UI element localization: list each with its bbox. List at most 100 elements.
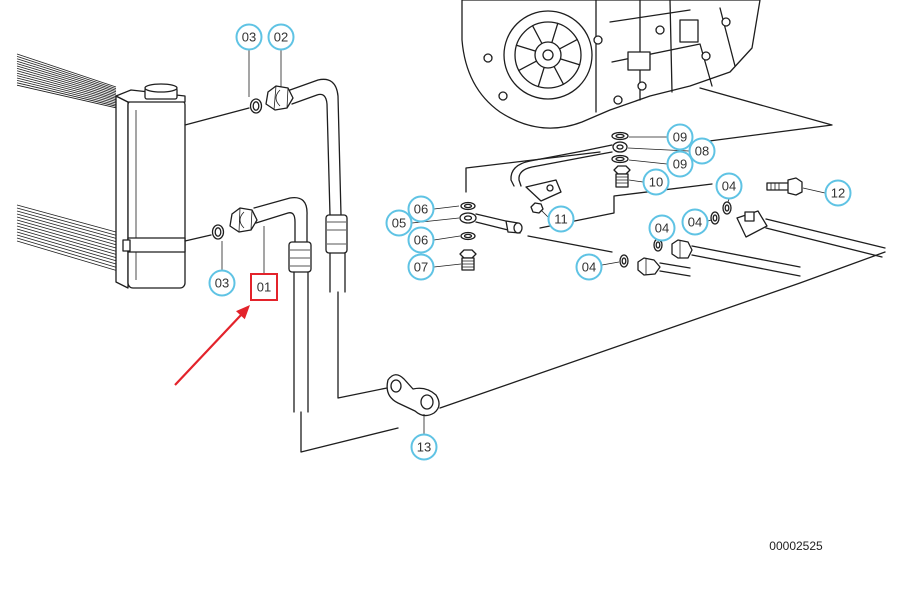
- ring-04-left-inner: [621, 257, 627, 265]
- clip-hole-right: [420, 394, 434, 410]
- callout-circle: [824, 179, 852, 207]
- callout-circle: [575, 253, 603, 281]
- callout-13[interactable]: 13: [410, 433, 438, 461]
- callout-circle: [267, 23, 295, 51]
- torque-converter-spoke: [551, 22, 559, 44]
- leader-04-top: [727, 198, 730, 203]
- radiator-tank-side: [115, 95, 129, 289]
- pipe-continuation-right: [337, 291, 388, 399]
- callout-label: 04: [688, 215, 702, 230]
- radiator-fin: [16, 210, 117, 239]
- callout-04-mid[interactable]: 04: [648, 214, 676, 242]
- banjo-tube: [475, 213, 511, 231]
- callout-09-upper[interactable]: 09: [666, 123, 694, 151]
- torque-converter-spokes: [515, 22, 581, 88]
- callout-04-left[interactable]: 04: [575, 253, 603, 281]
- leader-04-right: [707, 219, 712, 222]
- transmission-bolt: [655, 25, 665, 35]
- fitting-group-08: [611, 131, 690, 188]
- callout-circle: [407, 253, 435, 281]
- callout-circle: [407, 226, 435, 254]
- radiator-fin: [16, 58, 117, 91]
- radiator-fin: [16, 84, 117, 109]
- callout-circle: [681, 208, 709, 236]
- callout-08[interactable]: 08: [688, 137, 716, 165]
- callout-06-lower[interactable]: 06: [407, 226, 435, 254]
- radiator-fin: [16, 234, 117, 265]
- radiator-fin: [16, 53, 117, 88]
- callout-05[interactable]: 05: [385, 209, 413, 237]
- callout-label: 13: [417, 440, 431, 455]
- callout-07[interactable]: 07: [407, 253, 435, 281]
- pipe-right-b: [765, 218, 886, 258]
- transmission-bolt: [721, 17, 731, 27]
- radiator-fin: [16, 204, 117, 233]
- callout-label: 11: [554, 212, 568, 227]
- pipe-02-sleeve-ribs: [327, 221, 346, 245]
- hose-end-cap: [513, 222, 523, 234]
- callout-circle: [547, 205, 575, 233]
- radiator-fin: [16, 219, 117, 249]
- upper-line-group: [510, 144, 613, 218]
- ring-06-upper-inner: [463, 203, 473, 209]
- callout-circle: [235, 23, 263, 51]
- callout-label: 09: [673, 130, 687, 145]
- callout-circle: [410, 433, 438, 461]
- transmission-bolt: [483, 53, 493, 63]
- radiator-fins-bottom: [16, 204, 117, 271]
- callout-01-selected[interactable]: 01: [250, 273, 278, 301]
- callout-03-lower[interactable]: 03: [208, 269, 236, 297]
- callout-06-upper[interactable]: 06: [407, 195, 435, 223]
- washer-04-top-inner: [724, 204, 730, 212]
- lower-ref-line: [439, 251, 886, 409]
- nut-02: [265, 85, 294, 111]
- callout-label: 01: [257, 280, 271, 295]
- fitting-08-hole: [616, 144, 624, 150]
- transmission-bolt: [701, 51, 711, 61]
- callout-label: 06: [414, 202, 428, 217]
- pipe-02-lower-tube: [329, 252, 346, 293]
- pipe-01-sleeve: [288, 241, 312, 273]
- callout-label: 10: [649, 175, 663, 190]
- radiator-fin: [16, 56, 117, 89]
- radiator-to-lower-ring-line: [184, 234, 212, 242]
- callout-circle: [666, 123, 694, 151]
- callout-circle: [648, 214, 676, 242]
- transmission-boss: [627, 51, 651, 71]
- radiator-fin: [16, 77, 117, 104]
- radiator-fin: [16, 80, 117, 105]
- radiator-fin: [16, 237, 117, 268]
- radiator-fin: [16, 225, 117, 255]
- radiator-fin: [16, 72, 117, 101]
- callout-09-lower[interactable]: 09: [666, 150, 694, 178]
- pipe-right-a: [691, 245, 801, 277]
- callout-label: 12: [831, 186, 845, 201]
- radiator-fin: [16, 207, 117, 236]
- callout-11[interactable]: 11: [547, 205, 575, 233]
- callout-10[interactable]: 10: [642, 168, 670, 196]
- callouts: 03 02 03 06 05 06 07 09: [208, 23, 852, 461]
- callout-12[interactable]: 12: [824, 179, 852, 207]
- selection-arrow-shaft: [174, 314, 242, 386]
- ring-06-lower-inner: [463, 233, 473, 239]
- diagram-number: 00002525: [769, 539, 823, 553]
- torque-converter-spoke: [558, 38, 578, 50]
- pipe-continuation-left: [300, 411, 399, 453]
- pipe-01-sleeve-ribs: [290, 249, 310, 267]
- callout-04-right[interactable]: 04: [681, 208, 709, 236]
- selection-arrow: [174, 305, 250, 386]
- radiator-fin: [16, 216, 117, 246]
- radiator-fins-top: [16, 53, 117, 109]
- radiator-fin: [16, 68, 117, 97]
- pipe-02: [248, 50, 348, 293]
- callout-02[interactable]: 02: [267, 23, 295, 51]
- hose-ref-line: [527, 235, 613, 253]
- callout-label: 03: [242, 30, 256, 45]
- torque-converter-spoke: [531, 25, 543, 45]
- callout-circle: [208, 269, 236, 297]
- callout-04-top[interactable]: 04: [715, 172, 743, 200]
- radiator-tank-tab: [122, 239, 131, 252]
- callout-03-upper[interactable]: 03: [235, 23, 263, 51]
- callout-circle: [688, 137, 716, 165]
